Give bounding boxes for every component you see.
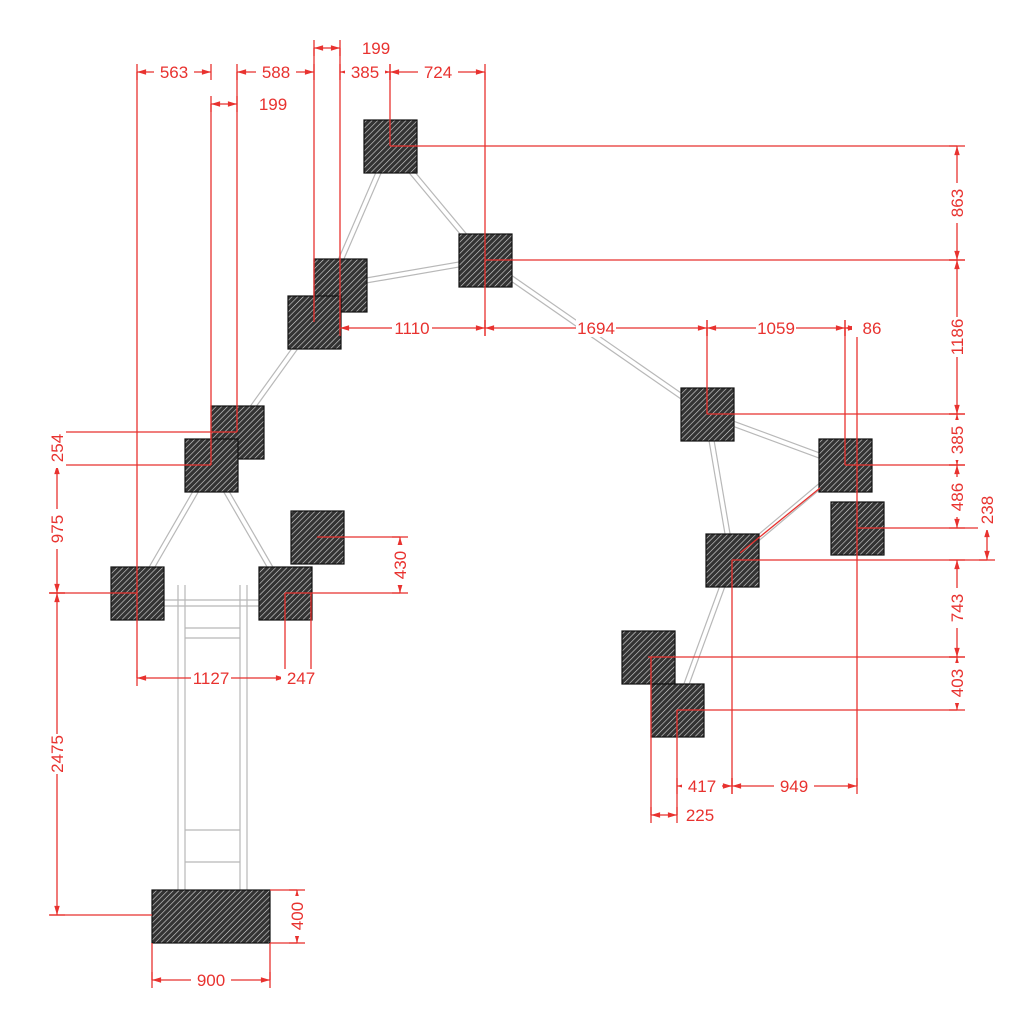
dimension-label: 1059 [757, 319, 795, 338]
label-bg [576, 319, 616, 337]
label-bg [418, 63, 458, 81]
label-bg [682, 777, 722, 795]
dimension-label: 199 [362, 39, 390, 58]
dimension-label: 975 [48, 515, 67, 543]
label-bg [852, 319, 892, 337]
dimension-label: 563 [160, 63, 188, 82]
label-bg [680, 806, 720, 824]
dimension-label: 400 [288, 902, 307, 930]
dimension-label: 1694 [577, 319, 615, 338]
dimension-label: 417 [688, 777, 716, 796]
dimension-label: 2475 [48, 735, 67, 773]
label-bg [948, 317, 966, 357]
label-bg [948, 183, 966, 223]
dimensions: 563 588 385 724 199 199 1110 1694 1059 86 1127 247 4… [48, 39, 997, 990]
dimension-label: 238 [978, 496, 997, 524]
label-bg [356, 39, 396, 57]
base-footing-block [151, 889, 271, 944]
label-bg [774, 777, 814, 795]
label-bg [191, 971, 231, 989]
dimension-label: 254 [48, 434, 67, 462]
dimension-label: 403 [948, 669, 967, 697]
label-bg [391, 545, 409, 585]
dimension-label: 724 [424, 63, 452, 82]
dimension-label: 86 [863, 319, 882, 338]
label-bg [48, 428, 66, 468]
label-bg [191, 669, 231, 687]
label-bg [48, 509, 66, 549]
label-bg [978, 490, 996, 530]
label-bg [256, 63, 296, 81]
dimension-label: 1186 [948, 319, 967, 356]
label-bg [345, 63, 385, 81]
dimension-label: 743 [948, 594, 967, 622]
label-bg [948, 663, 966, 703]
dimension-label: 1127 [193, 669, 230, 688]
dimension-label: 900 [197, 971, 225, 990]
frame-tube [483, 261, 706, 417]
label-bg [948, 588, 966, 628]
dimension-label: 486 [948, 483, 967, 511]
label-bg [281, 669, 321, 687]
label-bg [253, 95, 293, 113]
dimension-label: 385 [948, 426, 967, 454]
dimension-label: 225 [686, 806, 714, 825]
dimension-label: 247 [287, 669, 315, 688]
dimension-label: 949 [780, 777, 808, 796]
label-bg [756, 319, 796, 337]
foundation-blocks [110, 119, 885, 944]
label-bg [948, 477, 966, 517]
label-bg [288, 896, 306, 936]
extension-line [739, 487, 821, 554]
dimension-label: 385 [351, 63, 379, 82]
label-bg [948, 420, 966, 460]
dimension-label: 430 [391, 551, 410, 579]
label-bg [392, 319, 432, 337]
label-bg [154, 63, 194, 81]
dimension-label: 1110 [394, 319, 429, 338]
label-bg [48, 734, 66, 774]
dimension-label: 588 [262, 63, 290, 82]
dimension-label: 863 [948, 189, 967, 217]
dimension-label: 199 [259, 95, 287, 114]
